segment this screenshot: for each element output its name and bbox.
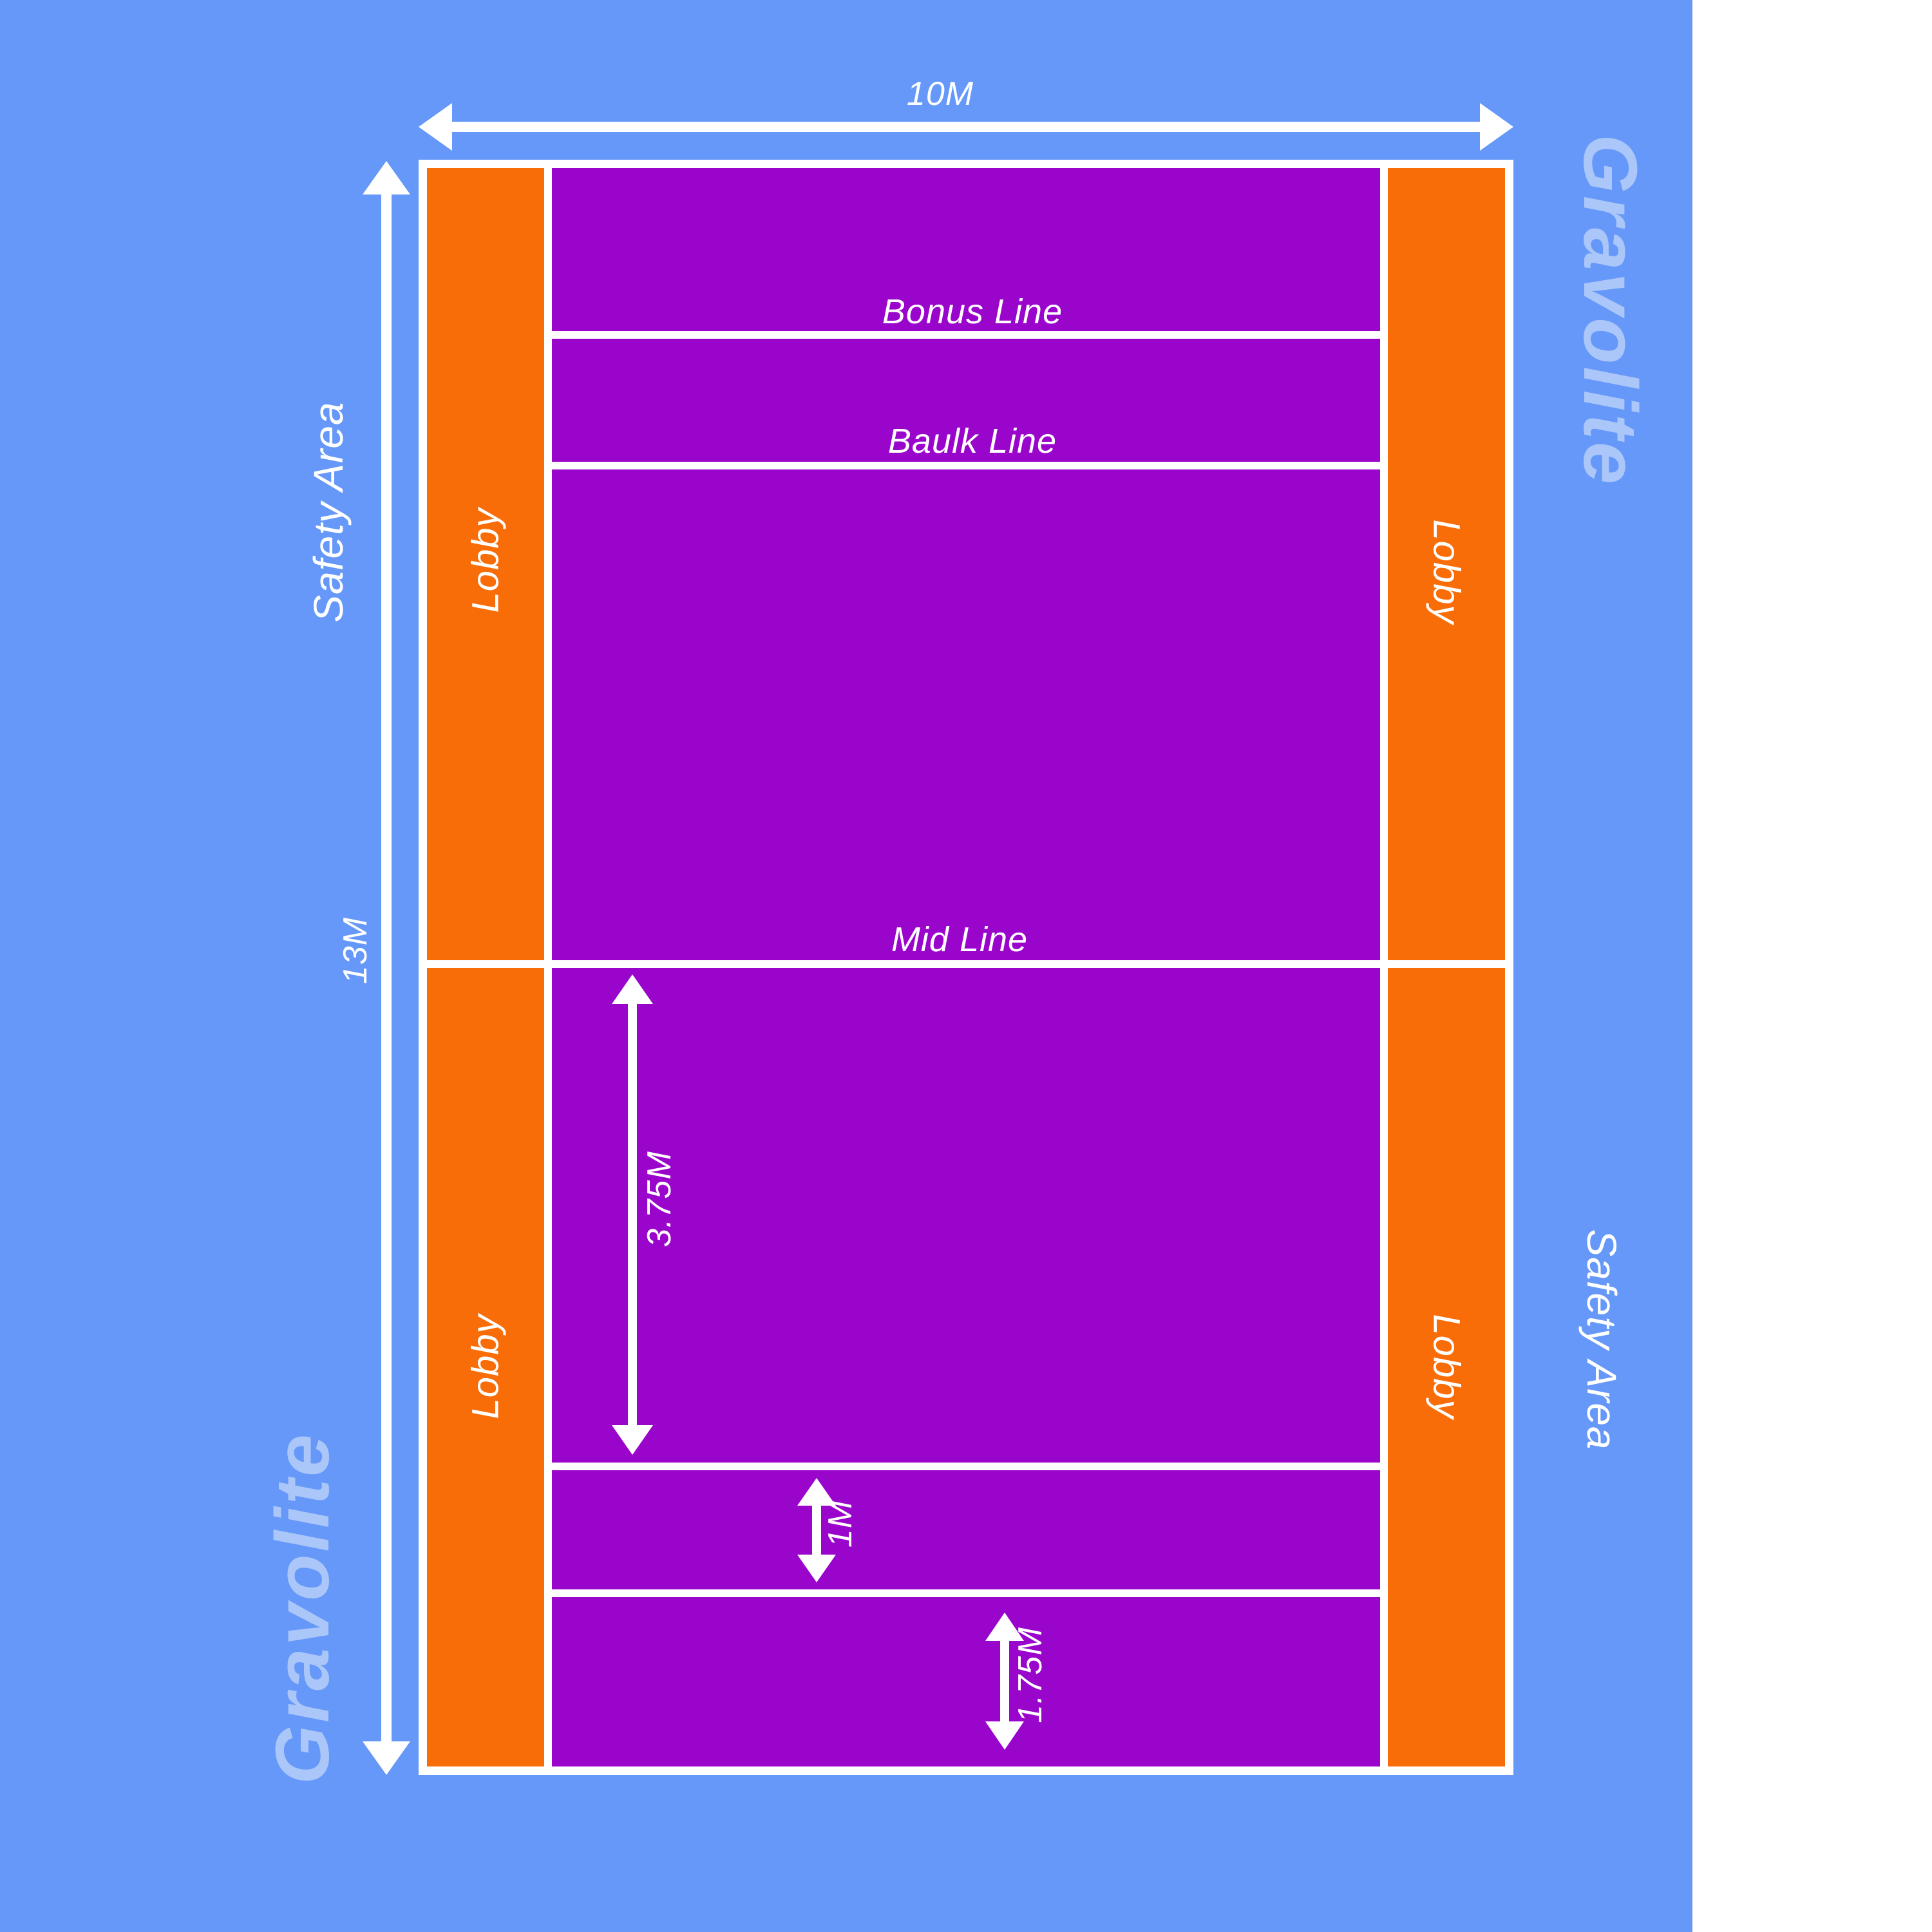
mid-to-baulk-label: 3.75M (641, 1151, 678, 1247)
lobby-label-right-bottom: Lobby (1425, 1314, 1468, 1419)
safety-area-background: Bonus Line Baulk Line Mid Line 10M 13M 3… (0, 0, 1692, 1932)
baulk-line-label: Baulk Line (887, 422, 1057, 460)
court-length-label: 13M (337, 916, 374, 985)
baulk-line-top (552, 462, 1380, 469)
brand-watermark-bottom-left: Gravolite (260, 1432, 345, 1785)
court-width-label: 10M (906, 75, 974, 113)
bonus-line-bottom (552, 1589, 1380, 1597)
mid-line-label: Mid Line (891, 920, 1028, 959)
baulk-line-bottom (552, 1463, 1380, 1470)
lobby-label-left-top: Lobby (464, 507, 507, 613)
safety-area-label-left: Safety Area (305, 401, 352, 623)
bonus-line-top (552, 331, 1380, 339)
mid-line (427, 960, 1505, 968)
lobby-label-right-top: Lobby (1425, 519, 1468, 625)
safety-area-label-right: Safety Area (1578, 1229, 1625, 1450)
court-boundary (419, 160, 1513, 1775)
lobby-label-left-bottom: Lobby (464, 1314, 507, 1419)
brand-watermark-top-right: Gravolite (1567, 134, 1653, 487)
bonus-to-end-label: 1.75M (1012, 1627, 1049, 1723)
bonus-line-label: Bonus Line (882, 292, 1063, 331)
baulk-to-bonus-label: 1M (822, 1499, 859, 1548)
